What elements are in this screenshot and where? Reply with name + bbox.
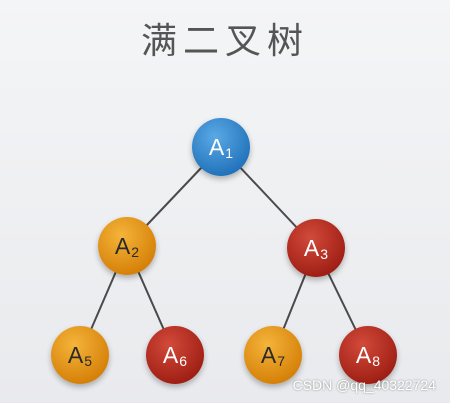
- node-letter: A: [114, 232, 131, 259]
- node-label: A2: [115, 233, 139, 260]
- node-letter: A: [260, 341, 277, 368]
- node-label: A5: [68, 342, 92, 369]
- page-title: 满二叉树: [140, 21, 309, 62]
- node-subscript: 7: [277, 352, 286, 369]
- node-subscript: 5: [84, 352, 93, 369]
- node-letter: A: [162, 341, 179, 368]
- node-a8: A8: [339, 326, 397, 384]
- watermark: CSDN @qq_40322724: [292, 377, 436, 393]
- node-a7: A7: [244, 326, 302, 384]
- node-letter: A: [303, 234, 320, 261]
- node-subscript: 3: [320, 245, 329, 262]
- node-subscript: 2: [131, 243, 140, 260]
- node-a1: A1: [192, 118, 250, 176]
- node-subscript: 1: [225, 144, 234, 161]
- node-label: A3: [304, 235, 328, 262]
- node-letter: A: [67, 341, 84, 368]
- node-letter: A: [208, 133, 225, 160]
- node-label: A7: [261, 342, 285, 369]
- node-a5: A5: [51, 326, 109, 384]
- node-label: A8: [356, 342, 380, 369]
- node-a6: A6: [146, 326, 204, 384]
- node-subscript: 6: [179, 352, 188, 369]
- node-a3: A3: [287, 219, 345, 277]
- node-subscript: 8: [372, 352, 381, 369]
- node-a2: A2: [98, 217, 156, 275]
- node-label: A6: [163, 342, 187, 369]
- node-label: A1: [209, 134, 233, 161]
- node-letter: A: [355, 341, 372, 368]
